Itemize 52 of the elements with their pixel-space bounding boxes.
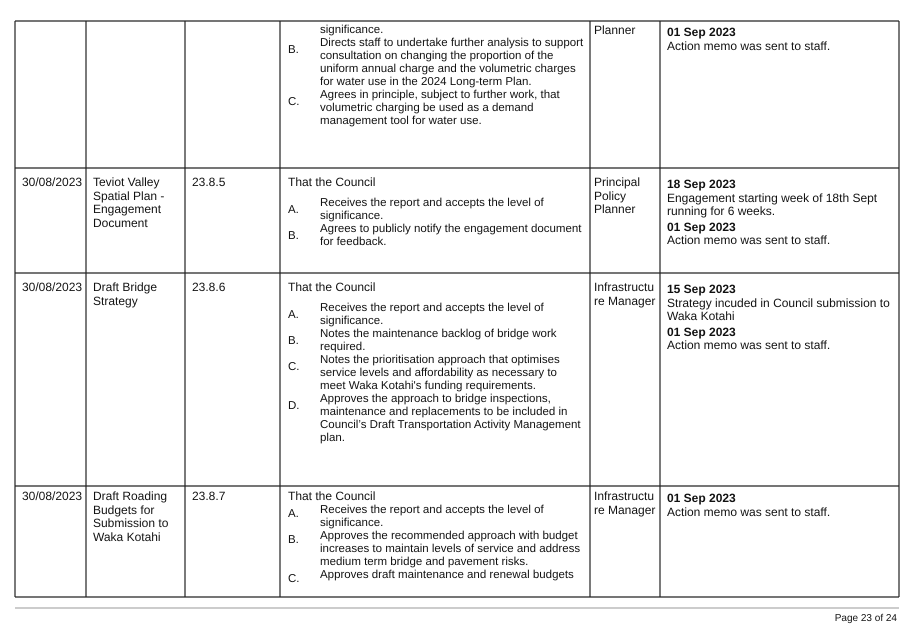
resolution-text: Notes the prioritisation approach that optimises service levels and affordability as necessary to meet Waka Kotahi's funding requirements.: [320, 354, 561, 393]
table-cell-text: 30/08/2023: [22, 490, 83, 504]
status-note: Strategy incuded in Council submission to Waka Kotahi: [667, 296, 891, 324]
resolution-text: Agrees to publicly notify the engagement document for feedback.: [320, 222, 582, 249]
resolution-text: Receives the report and accepts the level of significance.: [320, 196, 545, 223]
date-text: 15 Sep 2023: [667, 283, 737, 297]
resolution-text: Approves the approach to bridge inspections, maintenance and replacements to be included in Council’s Draft Transportation Activity Management plan.: [320, 392, 582, 445]
status-note: Action memo was sent to staff.: [667, 234, 832, 248]
date-text: 01 Sep 2023: [667, 26, 737, 40]
resolution-text: significance.: [320, 24, 384, 37]
list-marker: C.: [288, 96, 300, 109]
table-cell-text: 23.8.5: [192, 176, 226, 190]
resolution-text: Approves the recommended approach with budget increases to maintain levels of service and address medium term bridge and pavement risks.: [320, 530, 582, 569]
list-marker: C.: [288, 572, 300, 586]
table-cell-text: Infrastructu re Manager: [594, 490, 656, 518]
table-cell-text: 23.8.7: [192, 490, 226, 504]
resolution-heading: That the Council: [288, 176, 376, 190]
date-text: 18 Sep 2023: [667, 178, 737, 192]
resolution-text: Agrees in principle, subject to further work, that volumetric charging be used as a demand management tool for water use.: [320, 89, 561, 128]
table-cell-text: Teviot Valley Spatial Plan - Engagement Document: [93, 176, 166, 230]
table-cell-text: 30/08/2023: [22, 281, 83, 295]
table-cell-text: 23.8.6: [192, 281, 226, 295]
resolution-text: Approves draft maintenance and renewal budgets: [320, 568, 575, 582]
list-marker: B.: [288, 44, 300, 57]
list-marker: B.: [288, 334, 300, 348]
resolution-text: Receives the report and accepts the level of significance.: [320, 302, 545, 328]
status-note: Action memo was sent to staff.: [667, 40, 832, 54]
page-number: Page 23 of 24: [834, 613, 897, 625]
list-marker: B.: [288, 534, 300, 547]
list-marker: D.: [288, 400, 300, 413]
table-cell-text: Draft Bridge Strategy: [93, 281, 158, 308]
resolution-text: Directs staff to undertake further analysis to support consultation on changing the proportion of the uniform annual charge and the volumetric charges for water use in the 2024 Long-term Plan.: [320, 37, 584, 89]
resolution-text: Receives the report and accepts the level of significance.: [320, 504, 545, 530]
table-cell-text: Planner: [594, 24, 636, 38]
list-marker: C.: [288, 360, 300, 374]
table-cell-text: Draft Roading Budgets for Submission to Waka Kotahi: [93, 490, 170, 544]
resolution-heading: That the Council: [288, 490, 376, 504]
table-cell-text: Infrastructu re Manager: [594, 281, 656, 308]
table-cell-text: Principal Policy Planner: [594, 176, 642, 217]
list-marker: A.: [288, 204, 300, 217]
status-note: Action memo was sent to staff.: [667, 339, 832, 353]
status-note: Engagement starting week of 18th Sept running for 6 weeks.: [667, 192, 878, 219]
date-text: 01 Sep 2023: [667, 492, 737, 506]
resolution-text: Notes the maintenance backlog of bridge work required.: [320, 328, 558, 354]
list-marker: B.: [288, 230, 300, 243]
resolution-heading: That the Council: [288, 281, 376, 295]
status-note: Action memo was sent to staff.: [667, 506, 832, 520]
table-cell-text: 30/08/2023: [22, 176, 83, 190]
date-text: 01 Sep 2023: [667, 220, 737, 234]
list-marker: A.: [288, 308, 300, 322]
list-marker: A.: [288, 508, 300, 521]
date-text: 01 Sep 2023: [667, 326, 737, 340]
